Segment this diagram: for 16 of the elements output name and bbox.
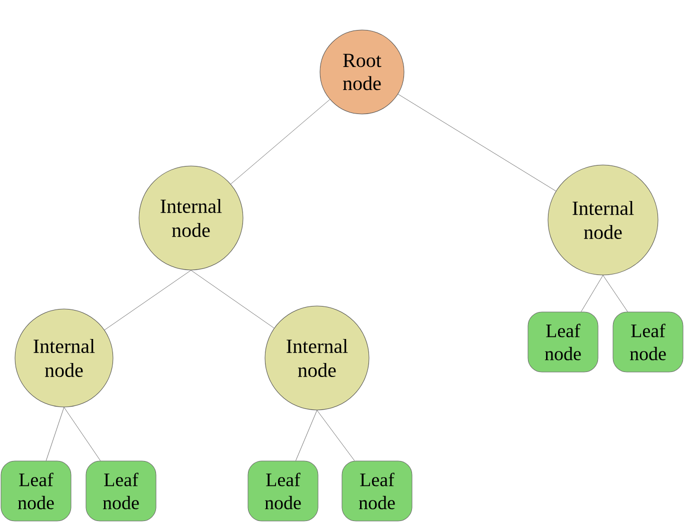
connector-line (296, 410, 318, 461)
connector-line (398, 94, 556, 192)
connector-line (46, 407, 64, 461)
leaf-node-box: Leaf node (0, 460, 72, 522)
leaf-node-box: Leaf node (248, 460, 318, 522)
connector-line (602, 275, 628, 312)
leaf-node-box: Leaf node (612, 312, 684, 372)
connector-line (580, 275, 604, 312)
connector-line (104, 270, 192, 330)
leaf-node-box: Leaf node (528, 312, 598, 372)
leaf-node-box: Leaf node (342, 460, 412, 522)
connector-line (316, 410, 355, 461)
connector-line (64, 407, 101, 461)
leaf-node-box: Leaf node (86, 460, 156, 522)
connector-line (230, 99, 330, 184)
connector-line (190, 270, 274, 328)
